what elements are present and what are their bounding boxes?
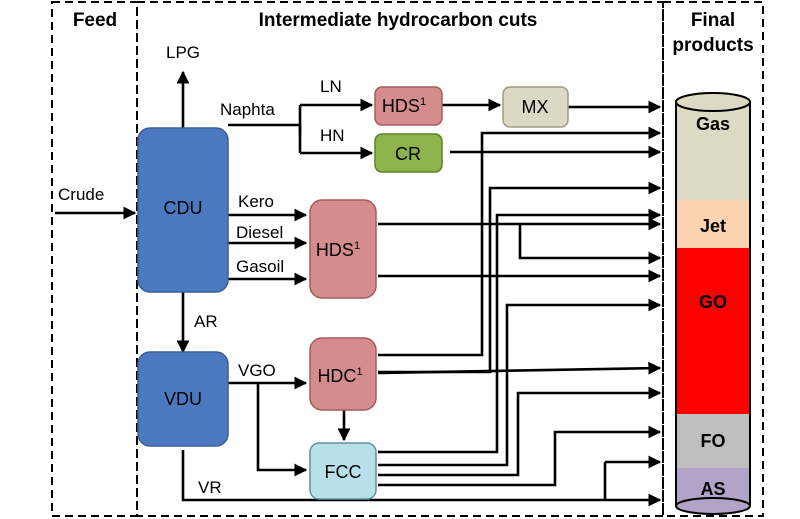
hds-mid-box: [309, 199, 377, 299]
ar-label: AR: [194, 312, 218, 331]
crude-label: Crude: [58, 185, 104, 204]
gasoil-label: Gasoil: [236, 257, 284, 276]
cdu-label: CDU: [164, 198, 203, 218]
cr-label: CR: [395, 144, 421, 164]
flow-lines: [55, 70, 662, 507]
cdu-box: [137, 127, 229, 293]
jet-segment: [676, 200, 750, 248]
hdc-box: [309, 337, 377, 411]
stream-labels: Crude LPG Naphta LN HN Kero Diesel Gasoi…: [58, 43, 345, 497]
fo-product-label: FO: [701, 431, 726, 451]
hdc-unit: HDC1: [309, 337, 377, 411]
naphta-label: Naphta: [220, 100, 275, 119]
hdc-label: HDC1: [317, 366, 362, 386]
cr-box: [374, 133, 443, 173]
column-top: [675, 92, 751, 112]
cdu-unit: CDU: [137, 127, 229, 293]
lpg-label: LPG: [166, 43, 200, 62]
gas-segment: [676, 102, 750, 200]
cr-unit: CR: [374, 133, 443, 173]
kero-label: Kero: [238, 192, 274, 211]
mx-label: MX: [522, 97, 549, 117]
mx-box: [502, 86, 569, 128]
hds-mid-unit: HDS1: [309, 199, 377, 299]
fo-segment: [676, 414, 750, 468]
fcc-label: FCC: [325, 462, 362, 482]
section-borders: [51, 1, 764, 517]
hds-top-label: HDS1: [382, 96, 426, 116]
column-bottom: [675, 497, 751, 515]
vdu-unit: VDU: [137, 351, 229, 447]
hds-top-box: [374, 86, 443, 126]
gas-product-label: Gas: [696, 114, 730, 134]
fcc-unit: FCC: [309, 442, 377, 500]
go-product-label: GO: [699, 292, 727, 312]
jet-product-label: Jet: [700, 216, 726, 236]
final-header-line1: Final: [691, 10, 735, 31]
vgo-label: VGO: [238, 361, 276, 380]
mx-unit: MX: [502, 86, 569, 128]
hn-label: HN: [320, 126, 345, 145]
vdu-box: [137, 351, 229, 447]
vdu-label: VDU: [164, 389, 202, 409]
go-segment: [676, 248, 750, 414]
intermediate-header: Intermediate hydrocarbon cuts: [259, 10, 538, 31]
hds-mid-label: HDS1: [316, 240, 360, 260]
ln-label: LN: [320, 77, 342, 96]
feed-header: Feed: [73, 10, 117, 31]
hds-top-unit: HDS1: [374, 86, 443, 126]
vr-label: VR: [198, 478, 222, 497]
as-product-label: AS: [700, 479, 725, 499]
fcc-box: [309, 442, 377, 500]
diesel-label: Diesel: [236, 223, 283, 242]
product-column: Gas Jet GO FO AS: [675, 92, 751, 515]
final-header-line2: products: [672, 35, 753, 56]
